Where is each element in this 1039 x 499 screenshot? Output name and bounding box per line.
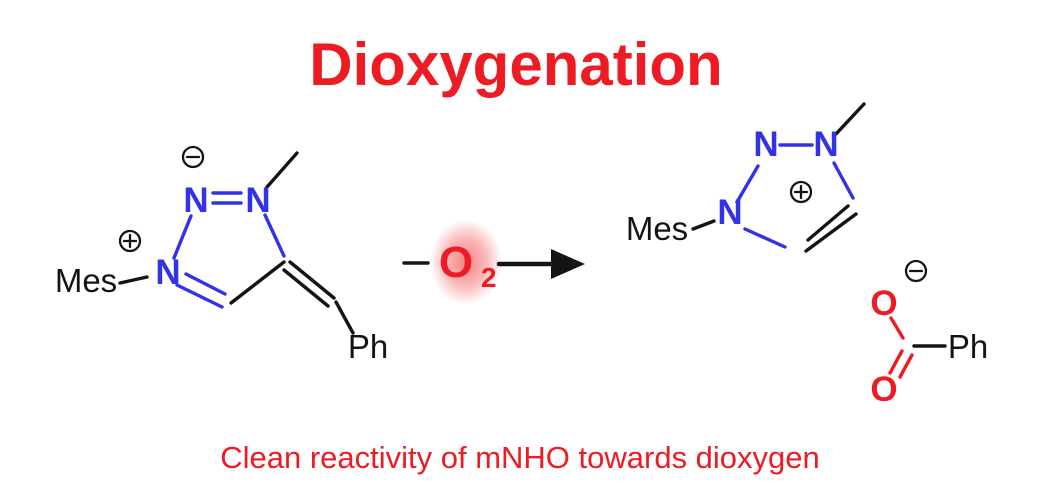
charge-circle <box>118 229 142 253</box>
n-atom-label: N <box>753 125 778 164</box>
bond <box>743 227 787 249</box>
mes-label: Mes <box>626 210 688 247</box>
bond <box>334 300 355 335</box>
bond <box>834 102 866 136</box>
charge-circle <box>904 259 928 283</box>
bond <box>288 260 336 300</box>
circled-plus-icon <box>118 229 142 253</box>
bond <box>889 316 905 340</box>
bond <box>804 212 858 253</box>
n-atom-label: N <box>717 193 742 232</box>
caption-text: Clean reactivity of mNHO towards dioxyge… <box>220 440 820 475</box>
bond <box>282 268 330 308</box>
bond <box>118 275 149 285</box>
bond <box>888 349 904 375</box>
ph-label: Ph <box>348 328 388 365</box>
o2-subscript: 2 <box>481 262 497 293</box>
bond <box>691 219 716 231</box>
bond <box>263 213 286 258</box>
n-atom-label: N <box>155 253 180 292</box>
product-cation: Mes N N N <box>626 102 866 253</box>
reactant-structure: Mes N N N Ph <box>55 145 388 365</box>
ph-label: Ph <box>948 328 988 365</box>
charge-circle <box>181 145 205 169</box>
charge-circle <box>789 180 813 204</box>
page-title: Dioxygenation <box>309 31 722 98</box>
bond <box>832 161 855 200</box>
bond <box>229 260 286 305</box>
reactant-bonds <box>118 151 355 335</box>
n-atom-label: N <box>245 181 270 220</box>
bond <box>172 214 193 260</box>
product-anion: O O Ph <box>870 259 988 409</box>
o-atom-label: O <box>870 370 897 409</box>
bond <box>265 151 299 189</box>
bond <box>735 164 760 204</box>
bond <box>806 204 850 242</box>
anion-bonds <box>888 316 947 379</box>
bond <box>898 353 914 379</box>
o2-label: O <box>439 238 473 287</box>
cation-bonds <box>691 102 866 253</box>
n-atom-label: N <box>183 181 208 220</box>
circled-minus-icon <box>181 145 205 169</box>
bond <box>175 283 224 309</box>
reaction-arrow: O 2 <box>402 219 585 305</box>
bond <box>184 272 227 296</box>
circled-plus-icon <box>789 180 813 204</box>
mes-label: Mes <box>55 262 117 299</box>
circled-minus-icon <box>904 259 928 283</box>
arrow-head-icon <box>551 249 585 279</box>
o2-glow <box>430 219 502 305</box>
n-atom-label: N <box>813 125 838 164</box>
o-atom-label: O <box>870 284 897 323</box>
